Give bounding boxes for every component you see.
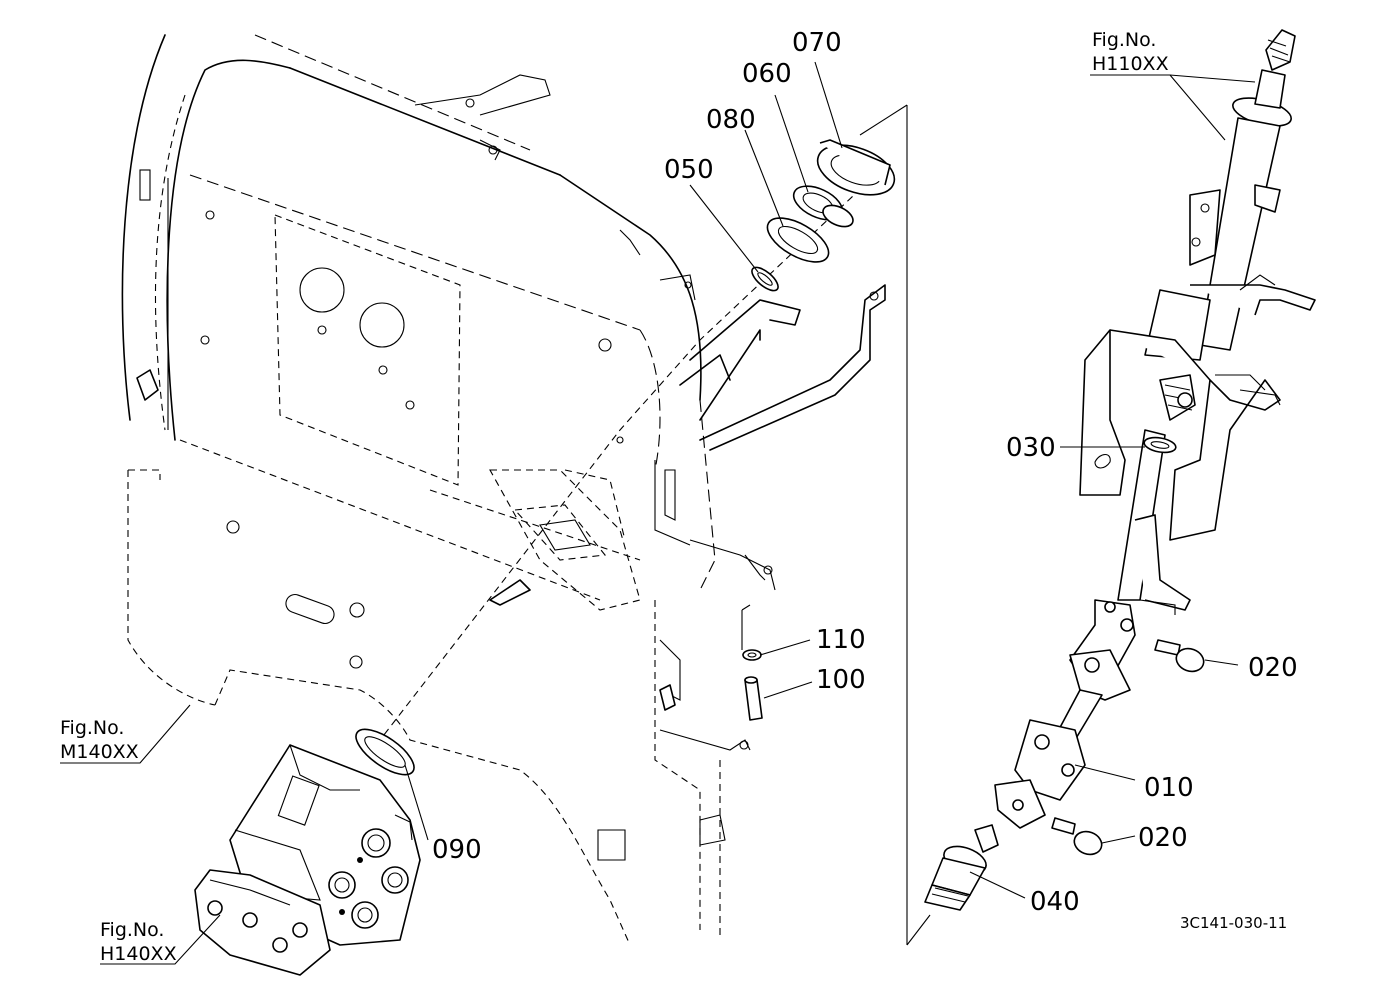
steering-column: [924, 29, 1316, 911]
dash-panel-frame: [121, 34, 886, 946]
bearing-070: [816, 139, 896, 196]
fig-ref-prefix-left: Fig.No.: [60, 717, 124, 739]
callout-060: 060: [742, 59, 792, 89]
callout-030: 030: [1006, 433, 1056, 463]
fig-ref-number-left: M140XX: [60, 741, 139, 763]
fig-ref-number-bottom-left: H140XX: [100, 943, 177, 965]
snap-ring-050: [751, 266, 779, 292]
callout-040: 040: [1030, 887, 1080, 917]
fig-ref-number-top-right: H110XX: [1092, 53, 1169, 75]
callout-090: 090: [432, 835, 482, 865]
steering-valve-unit: [194, 744, 421, 976]
callout-080: 080: [706, 105, 756, 135]
assembly-axis-line: [379, 179, 871, 741]
bearing-080: [766, 217, 830, 263]
callout-010: 010: [1144, 773, 1194, 803]
fig-ref-prefix-bottom-left: Fig.No.: [100, 919, 164, 941]
clip-110: [742, 649, 762, 661]
callout-070: 070: [792, 28, 842, 58]
leader-lines: [60, 61, 1256, 965]
callout-110: 110: [816, 625, 866, 655]
pin-100: [744, 676, 763, 721]
callout-100: 100: [816, 665, 866, 695]
ring-060: [792, 185, 854, 228]
callout-020-lower: 020: [1138, 823, 1188, 853]
drawing-code: 3C141-030-11: [1180, 914, 1287, 932]
callout-050: 050: [664, 155, 714, 185]
callout-020-upper: 020: [1248, 653, 1298, 683]
fig-ref-prefix-top-right: Fig.No.: [1092, 29, 1156, 51]
